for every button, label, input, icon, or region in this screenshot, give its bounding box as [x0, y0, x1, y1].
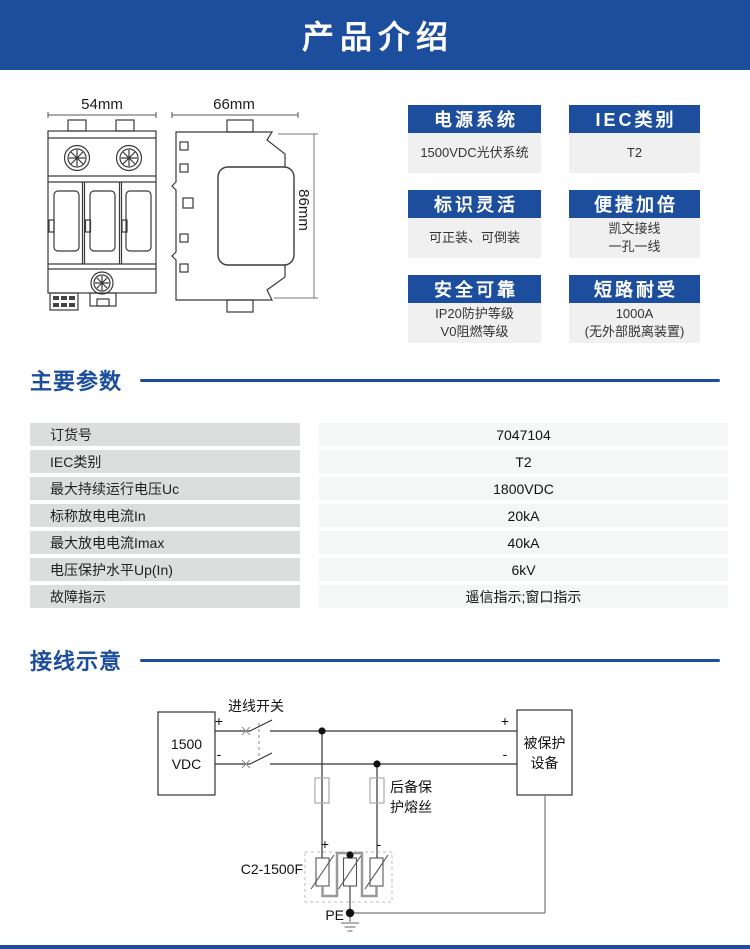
feature-body: IP20防护等级 V0阻燃等级	[408, 303, 541, 343]
param-value: 1800VDC	[319, 477, 728, 500]
feature-convenient-wiring: 便捷加倍 凯文接线 一孔一线	[569, 190, 700, 258]
feature-title: 安全可靠	[408, 275, 541, 303]
param-label: 最大放电电流Imax	[30, 531, 300, 554]
page-header: 产品介绍	[0, 0, 750, 70]
feature-title: 便捷加倍	[569, 190, 700, 218]
feature-title: 电源系统	[408, 105, 541, 133]
params-table: 订货号 7047104 IEC类别 T2 最大持续运行电压Uc 1800VDC …	[30, 423, 728, 612]
pe-label: PE	[325, 907, 344, 923]
ground-icon	[341, 917, 359, 932]
param-value: 7047104	[319, 423, 728, 446]
fuse-symbol	[314, 777, 385, 804]
circuit-svg	[157, 709, 573, 932]
varistor-symbols	[310, 854, 389, 913]
source-minus-sign: -	[216, 746, 222, 762]
load-label: 被保护 设备	[523, 734, 566, 771]
main-wires	[215, 719, 517, 858]
feature-body: 1500VDC光伏系统	[408, 133, 541, 173]
spd-plus-sign: +	[320, 836, 330, 852]
param-label: 最大持续运行电压Uc	[30, 477, 300, 500]
param-value: 遥信指示;窗口指示	[319, 585, 728, 608]
wiring-section-title: 接线示意	[30, 649, 123, 674]
signal-terminal-detail	[53, 296, 75, 307]
spd-enclosure	[304, 851, 393, 903]
spd-minus-sign: -	[376, 836, 382, 852]
spd-internal-links	[321, 851, 378, 898]
feature-title: 短路耐受	[569, 275, 700, 303]
feature-flexible-marking: 标识灵活 可正装、可倒装	[408, 190, 541, 258]
param-label: 电压保护水平Up(In)	[30, 558, 300, 581]
param-label: IEC类别	[30, 450, 300, 473]
side-view-drawing	[171, 112, 318, 313]
feature-power-system: 电源系统 1500VDC光伏系统	[408, 105, 541, 173]
param-value: T2	[319, 450, 728, 473]
table-row: 最大放电电流Imax 40kA	[30, 531, 728, 554]
load-plus-sign: +	[500, 713, 510, 729]
table-row: 标称放电电流In 20kA	[30, 504, 728, 527]
spd-model-label: C2-1500F	[240, 861, 303, 877]
switch-symbol	[241, 723, 260, 769]
param-label: 故障指示	[30, 585, 300, 608]
feature-body: 1000A (无外部脱离装置)	[569, 303, 700, 343]
feature-short-circuit: 短路耐受 1000A (无外部脱离装置)	[569, 275, 700, 343]
junction-dots	[318, 727, 381, 918]
table-row: 订货号 7047104	[30, 423, 728, 446]
pe-wires	[354, 795, 546, 914]
wiring-section-divider	[140, 659, 720, 662]
feature-iec-class: IEC类别 T2	[569, 105, 700, 173]
param-label: 标称放电电流In	[30, 504, 300, 527]
pluggable-module-profile	[217, 166, 295, 266]
params-section-divider	[140, 379, 720, 382]
feature-body: 可正装、可倒装	[408, 218, 541, 258]
fuse-label: 后备保 护熔丝	[390, 779, 432, 815]
side-depth-dimension: 66mm	[213, 96, 255, 113]
source-plus-sign: +	[214, 713, 224, 729]
switch-label: 进线开关	[228, 698, 284, 714]
source-label: 1500 VDC	[170, 735, 203, 772]
table-row: 故障指示 遥信指示;窗口指示	[30, 585, 728, 608]
footer-accent-bar	[0, 945, 750, 949]
wiring-diagram: 进线开关 1500 VDC 被保护 设备 后备保 护熔丝 C2-1500F PE…	[0, 685, 750, 945]
front-width-dimension: 54mm	[81, 96, 123, 113]
table-row: 最大持续运行电压Uc 1800VDC	[30, 477, 728, 500]
load-minus-sign: -	[502, 746, 508, 762]
params-section-title: 主要参数	[30, 369, 123, 394]
param-label: 订货号	[30, 423, 300, 446]
param-value: 6kV	[319, 558, 728, 581]
param-value: 40kA	[319, 531, 728, 554]
page-title: 产品介绍	[301, 19, 454, 55]
load-box	[516, 709, 573, 796]
table-row: IEC类别 T2	[30, 450, 728, 473]
feature-safe-reliable: 安全可靠 IP20防护等级 V0阻燃等级	[408, 275, 541, 343]
feature-body: 凯文接线 一孔一线	[569, 218, 700, 258]
table-row: 电压保护水平Up(In) 6kV	[30, 558, 728, 581]
param-value: 20kA	[319, 504, 728, 527]
feature-title: 标识灵活	[408, 190, 541, 218]
source-box	[157, 711, 216, 796]
feature-grid: 电源系统 1500VDC光伏系统 IEC类别 T2 标识灵活 可正装、可倒装 便…	[408, 105, 700, 343]
feature-title: IEC类别	[569, 105, 700, 133]
feature-body: T2	[569, 133, 700, 173]
front-view-drawing	[47, 112, 157, 311]
